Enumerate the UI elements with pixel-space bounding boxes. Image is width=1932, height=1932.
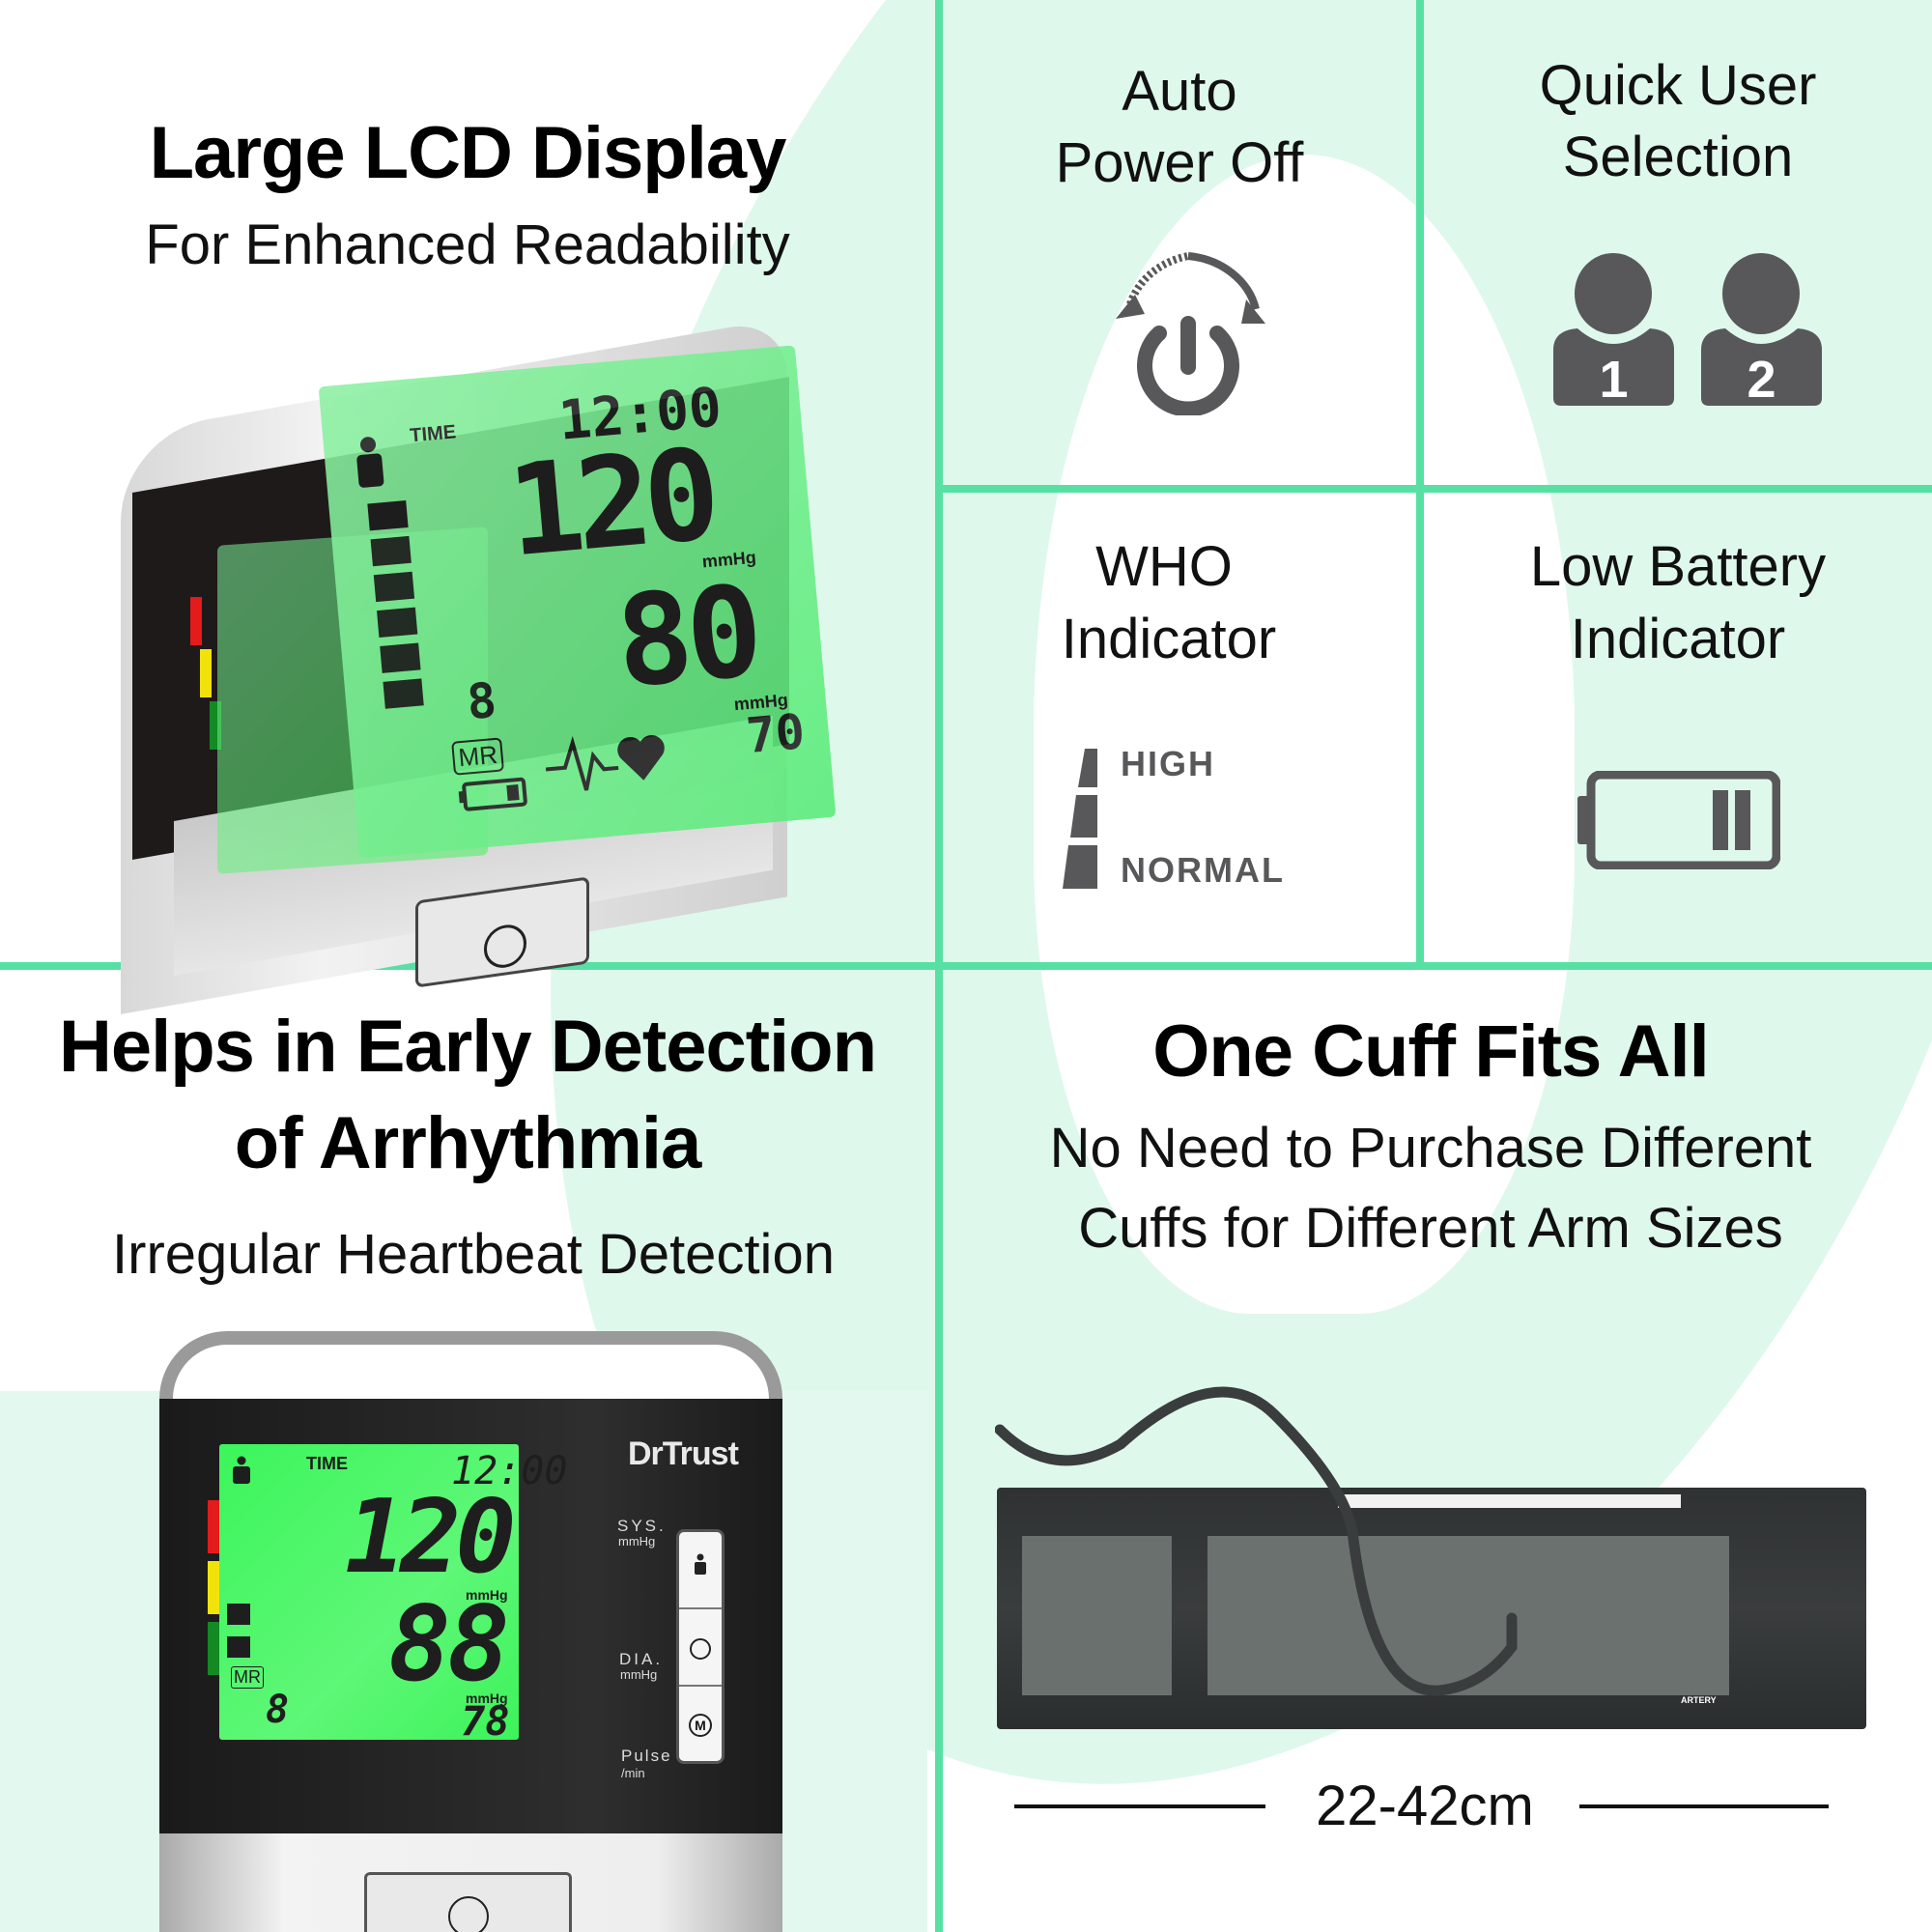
lcd-pulse: 70 xyxy=(744,703,808,765)
user-icon xyxy=(695,1553,706,1575)
lcd-systolic: 120 xyxy=(345,1478,517,1596)
sys-unit: mmHg xyxy=(618,1534,656,1548)
cuff-velcro-small xyxy=(1022,1536,1172,1695)
who-indicator-red xyxy=(190,597,202,645)
lcd-systolic: 120 xyxy=(501,420,719,585)
dia-unit: mmHg xyxy=(620,1667,658,1682)
feature-title-line2: Selection xyxy=(1562,126,1794,188)
feature-title-line2: Indicator xyxy=(1061,608,1277,670)
panel-subtitle: For Enhanced Readability xyxy=(145,213,790,276)
panel-title-line1: Helps in Early Detection xyxy=(58,1006,877,1088)
lcd-mmhg-1: mmHg xyxy=(466,1587,508,1603)
lcd-memory-label: MR xyxy=(451,737,505,776)
bp-monitor-device-front: TIME 12:00 120 mmHg 88 mmHg 78 MR 8 DrTr… xyxy=(159,1331,782,1932)
pulse-unit: /min xyxy=(621,1766,645,1780)
cuff-tube xyxy=(995,1386,1518,1696)
power-cycle-icon xyxy=(1116,252,1265,415)
cuff-velcro-large xyxy=(1208,1536,1729,1695)
panel-subtitle-line2: Cuffs for Different Arm Sizes xyxy=(1078,1197,1783,1260)
memory-button[interactable]: M xyxy=(679,1687,722,1764)
pulse-label: Pulse xyxy=(621,1747,672,1765)
who-high-label: HIGH xyxy=(1121,744,1215,783)
who-indicator-yellow xyxy=(208,1561,219,1614)
battery-low-icon xyxy=(1577,771,1780,869)
lcd-time-label: TIME xyxy=(409,421,457,447)
who-indicator-red xyxy=(208,1500,219,1553)
clock-icon xyxy=(690,1638,711,1660)
cuff-artery-tag: ARTERY xyxy=(1681,1695,1717,1705)
power-button[interactable] xyxy=(364,1872,572,1932)
feature-title-line1: Auto xyxy=(1122,60,1237,123)
feature-title-line1: WHO xyxy=(1095,535,1233,598)
size-line-right xyxy=(1579,1804,1829,1808)
lcd-diastolic: 88 xyxy=(388,1584,510,1705)
user-select-button[interactable] xyxy=(679,1532,722,1609)
lcd-bar-graph xyxy=(367,500,424,709)
lcd-memory-digit: 8 xyxy=(266,1688,290,1732)
sys-label: SYS. xyxy=(617,1517,667,1535)
memory-m-icon: M xyxy=(689,1714,712,1737)
cuff-label-strip xyxy=(1338,1494,1681,1508)
user-1-icon: 1 xyxy=(1548,253,1679,409)
heartbeat-icon xyxy=(545,735,665,791)
who-normal-label: NORMAL xyxy=(1121,850,1285,890)
panel-title: One Cuff Fits All xyxy=(1152,1010,1710,1093)
cuff-image: ARTERY xyxy=(995,1377,1874,1744)
power-icon xyxy=(484,922,526,971)
divider-horizontal-top-right xyxy=(942,485,1932,493)
lcd-time: 12:00 xyxy=(451,1449,568,1493)
panel-title-line2: of Arrhythmia xyxy=(234,1102,701,1184)
divider-horizontal-main xyxy=(0,962,1932,970)
user-1-icon-small xyxy=(233,1456,250,1484)
user-icon xyxy=(356,437,384,488)
panel-title: Large LCD Display xyxy=(149,112,787,194)
divider-vertical-top-right xyxy=(1416,0,1424,966)
dia-label: DIA. xyxy=(619,1650,664,1668)
panel-subtitle: Irregular Heartbeat Detection xyxy=(112,1223,835,1286)
time-button[interactable] xyxy=(679,1609,722,1687)
side-button-group: M xyxy=(676,1529,724,1764)
who-indicator-yellow xyxy=(200,649,212,697)
battery-icon-lcd xyxy=(458,777,527,811)
feature-title-line1: Low Battery xyxy=(1529,535,1827,598)
lcd-screen: TIME 12:00 120 mmHg 88 mmHg 78 MR 8 xyxy=(219,1444,567,1745)
who-indicator-green xyxy=(208,1622,219,1675)
who-scale-icon xyxy=(1063,749,1097,889)
lcd-screen-enlarged: TIME 12:00 120 mmHg 80 mmHg 70 8 MR xyxy=(318,345,837,859)
lcd-time-label: TIME xyxy=(306,1454,348,1473)
user-2-icon: 2 xyxy=(1696,253,1827,409)
lcd-mmhg-2: mmHg xyxy=(466,1690,508,1706)
brand-logo: DrTrust xyxy=(628,1435,739,1472)
feature-title-line2: Indicator xyxy=(1570,608,1786,670)
background-shape-white xyxy=(1034,155,1575,1314)
size-line-left xyxy=(1014,1804,1265,1808)
lcd-pulse: 78 xyxy=(461,1697,510,1745)
user-1-number: 1 xyxy=(1599,351,1629,409)
lcd-diastolic: 80 xyxy=(611,557,763,717)
bp-monitor-device-angled xyxy=(121,317,789,1015)
lcd-bars xyxy=(227,1604,250,1658)
feature-title-line2: Power Off xyxy=(1055,131,1304,194)
cuff-size-range: 22-42cm xyxy=(1316,1775,1534,1837)
lcd-memory-digit: 8 xyxy=(465,671,499,731)
power-icon xyxy=(448,1896,489,1932)
panel-subtitle-line1: No Need to Purchase Different xyxy=(1049,1117,1812,1179)
feature-title-line1: Quick User xyxy=(1539,54,1817,117)
lcd-memory-label: MR xyxy=(231,1666,264,1689)
user-2-number: 2 xyxy=(1747,351,1776,409)
